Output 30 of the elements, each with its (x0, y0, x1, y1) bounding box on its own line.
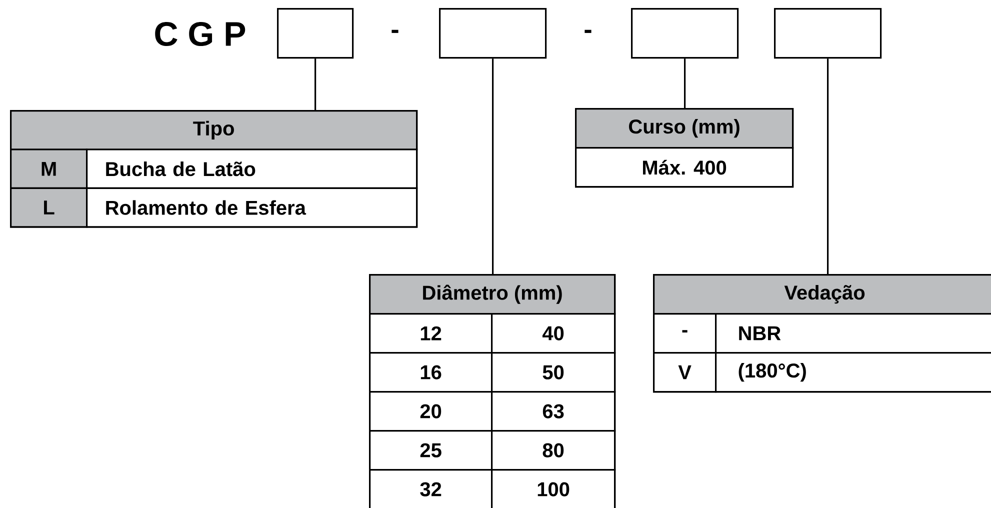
table-cell: L (10, 187, 88, 228)
separator-dash: - (584, 30, 592, 33)
table-cell: 63 (491, 391, 616, 432)
table-cell: 50 (491, 352, 616, 393)
option-table (369, 274, 616, 508)
table-cell: 80 (491, 430, 616, 471)
option-table (653, 274, 991, 393)
table-cell: NBR (715, 313, 991, 354)
option-table (575, 108, 794, 188)
table-cell: Máx. 400 (575, 147, 794, 188)
code-box (439, 8, 547, 59)
header-cell: Vedação (653, 274, 991, 315)
table-cell: V (653, 352, 717, 393)
separator-dash: - (392, 30, 398, 33)
table-cell: M (10, 148, 88, 189)
header-cell: Curso (mm) (575, 108, 794, 149)
connector-line (684, 58, 686, 108)
table-cell: 32 (369, 469, 493, 508)
connector-line (827, 58, 829, 274)
option-table (10, 110, 418, 228)
code-box (631, 8, 739, 59)
table-cell: 100 (491, 469, 616, 508)
code-box (774, 8, 882, 59)
code-box (277, 8, 354, 59)
table-cell: Bucha de Latão (86, 148, 418, 189)
connector-line (492, 58, 494, 274)
table-cell: Rolamento de Esfera (86, 187, 418, 228)
code-prefix: C G P (155, 22, 246, 46)
header-cell: Diâmetro (mm) (369, 274, 616, 315)
connector-line (314, 58, 316, 110)
